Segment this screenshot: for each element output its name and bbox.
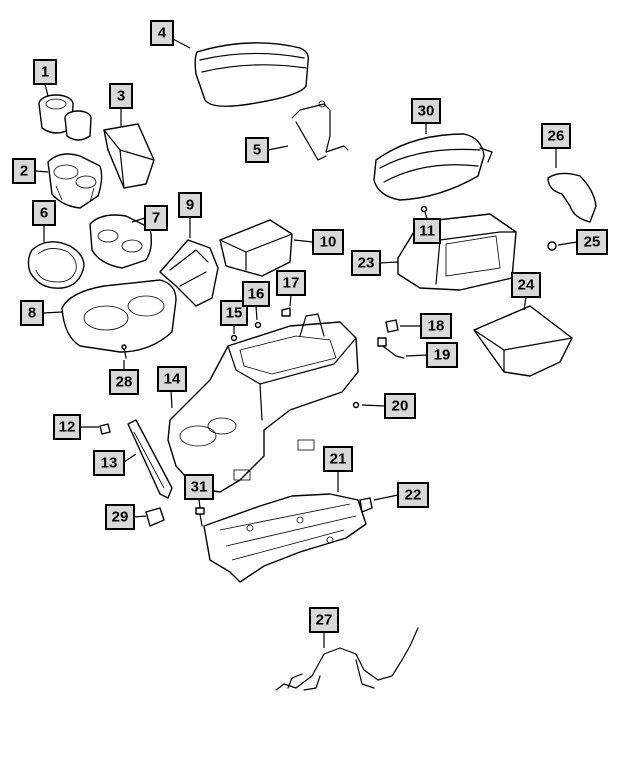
part-fastener-15: [230, 334, 238, 342]
callout-30: 30: [411, 98, 441, 124]
callout-19: 19: [426, 342, 458, 368]
part-bolt-31: [195, 507, 205, 527]
callout-28: 28: [109, 369, 139, 395]
callout-16-label: 16: [248, 286, 265, 303]
leader-lines: [34, 38, 578, 648]
callout-11-label: 11: [419, 223, 435, 240]
callout-28-label: 28: [116, 374, 133, 391]
callout-16: 16: [242, 281, 270, 307]
callout-9: 9: [178, 192, 202, 218]
part-cup-holder-assembly: [47, 153, 103, 209]
callout-31: 31: [184, 474, 214, 500]
callout-29: 29: [105, 504, 135, 530]
part-wire-harness: [275, 627, 419, 691]
callout-17: 17: [276, 270, 306, 296]
callout-18-label: 18: [428, 318, 445, 335]
part-fastener-20: [352, 401, 360, 409]
callout-20: 20: [384, 393, 416, 419]
callout-10-label: 10: [320, 234, 337, 251]
part-nut-22: [359, 497, 373, 513]
callout-7-label: 7: [152, 210, 160, 227]
part-cup-holder-liner: [27, 241, 85, 289]
part-tray-10: [219, 219, 293, 277]
callout-12: 12: [53, 414, 81, 440]
part-clip-25: [547, 241, 557, 251]
part-storage-bin: [103, 123, 155, 189]
callout-4-label: 4: [158, 25, 167, 42]
callout-6: 6: [32, 200, 56, 226]
callout-14: 14: [157, 366, 187, 392]
callout-3-label: 3: [117, 88, 125, 105]
callout-22-label: 22: [405, 487, 422, 504]
part-side-trim: [127, 419, 173, 499]
part-fastener-17: [281, 307, 291, 317]
part-connector-18: [385, 319, 399, 333]
callout-26-label: 26: [548, 128, 565, 145]
callout-26: 26: [541, 123, 571, 149]
part-bracket-5: [291, 100, 349, 161]
callout-9-label: 9: [186, 197, 194, 214]
callout-2-label: 2: [20, 163, 28, 180]
callout-24-label: 24: [518, 277, 535, 294]
callout-13-label: 13: [101, 455, 118, 472]
callout-7: 7: [144, 205, 168, 231]
callout-11: 11: [413, 218, 441, 244]
part-bracket-9: [159, 239, 219, 307]
part-tray-liner: [473, 305, 573, 377]
part-fastener-11: [420, 205, 428, 213]
callout-12-label: 12: [59, 419, 76, 436]
callout-23-label: 23: [358, 255, 375, 272]
callout-10: 10: [312, 229, 344, 255]
callout-25-label: 25: [584, 234, 601, 251]
callout-17-label: 17: [283, 275, 300, 292]
callout-30-label: 30: [418, 103, 435, 120]
part-cap-29: [145, 507, 165, 527]
callout-19-label: 19: [434, 347, 451, 364]
callout-31-label: 31: [191, 479, 208, 496]
callout-24: 24: [511, 272, 541, 298]
part-hinge-cover: [547, 172, 597, 223]
callout-29-label: 29: [112, 509, 129, 526]
callout-8: 8: [20, 300, 44, 326]
callout-3: 3: [109, 83, 133, 109]
part-cup-holder-bezel: [61, 279, 177, 353]
part-mat-7: [89, 214, 153, 269]
callout-15: 15: [220, 300, 248, 326]
callout-5: 5: [245, 137, 269, 163]
part-screw-28: [121, 344, 127, 359]
callout-23: 23: [351, 250, 381, 276]
callout-6-label: 6: [40, 205, 48, 222]
callout-8-label: 8: [28, 305, 36, 322]
callout-27: 27: [309, 607, 339, 633]
callout-14-label: 14: [164, 371, 181, 388]
callout-15-label: 15: [226, 305, 243, 322]
callout-21: 21: [323, 446, 353, 472]
part-armrest-lid-right: [373, 133, 493, 201]
callout-21-label: 21: [330, 451, 347, 468]
callout-27-label: 27: [316, 612, 333, 629]
callout-4: 4: [150, 20, 174, 46]
callout-5-label: 5: [253, 142, 261, 159]
part-base-plate: [203, 493, 367, 583]
callout-18: 18: [420, 313, 452, 339]
callout-2: 2: [12, 158, 36, 184]
callout-20-label: 20: [392, 398, 409, 415]
callout-13: 13: [93, 450, 125, 476]
part-armrest-lid-top: [194, 42, 310, 107]
callout-22: 22: [397, 482, 429, 508]
callout-25: 25: [576, 229, 608, 255]
callout-1-label: 1: [41, 64, 49, 81]
part-fastener-16: [254, 321, 262, 329]
callout-1: 1: [33, 59, 57, 85]
part-cup-holder-insert: [38, 94, 92, 141]
part-clip-12: [99, 423, 111, 435]
part-harness-19: [377, 337, 405, 359]
